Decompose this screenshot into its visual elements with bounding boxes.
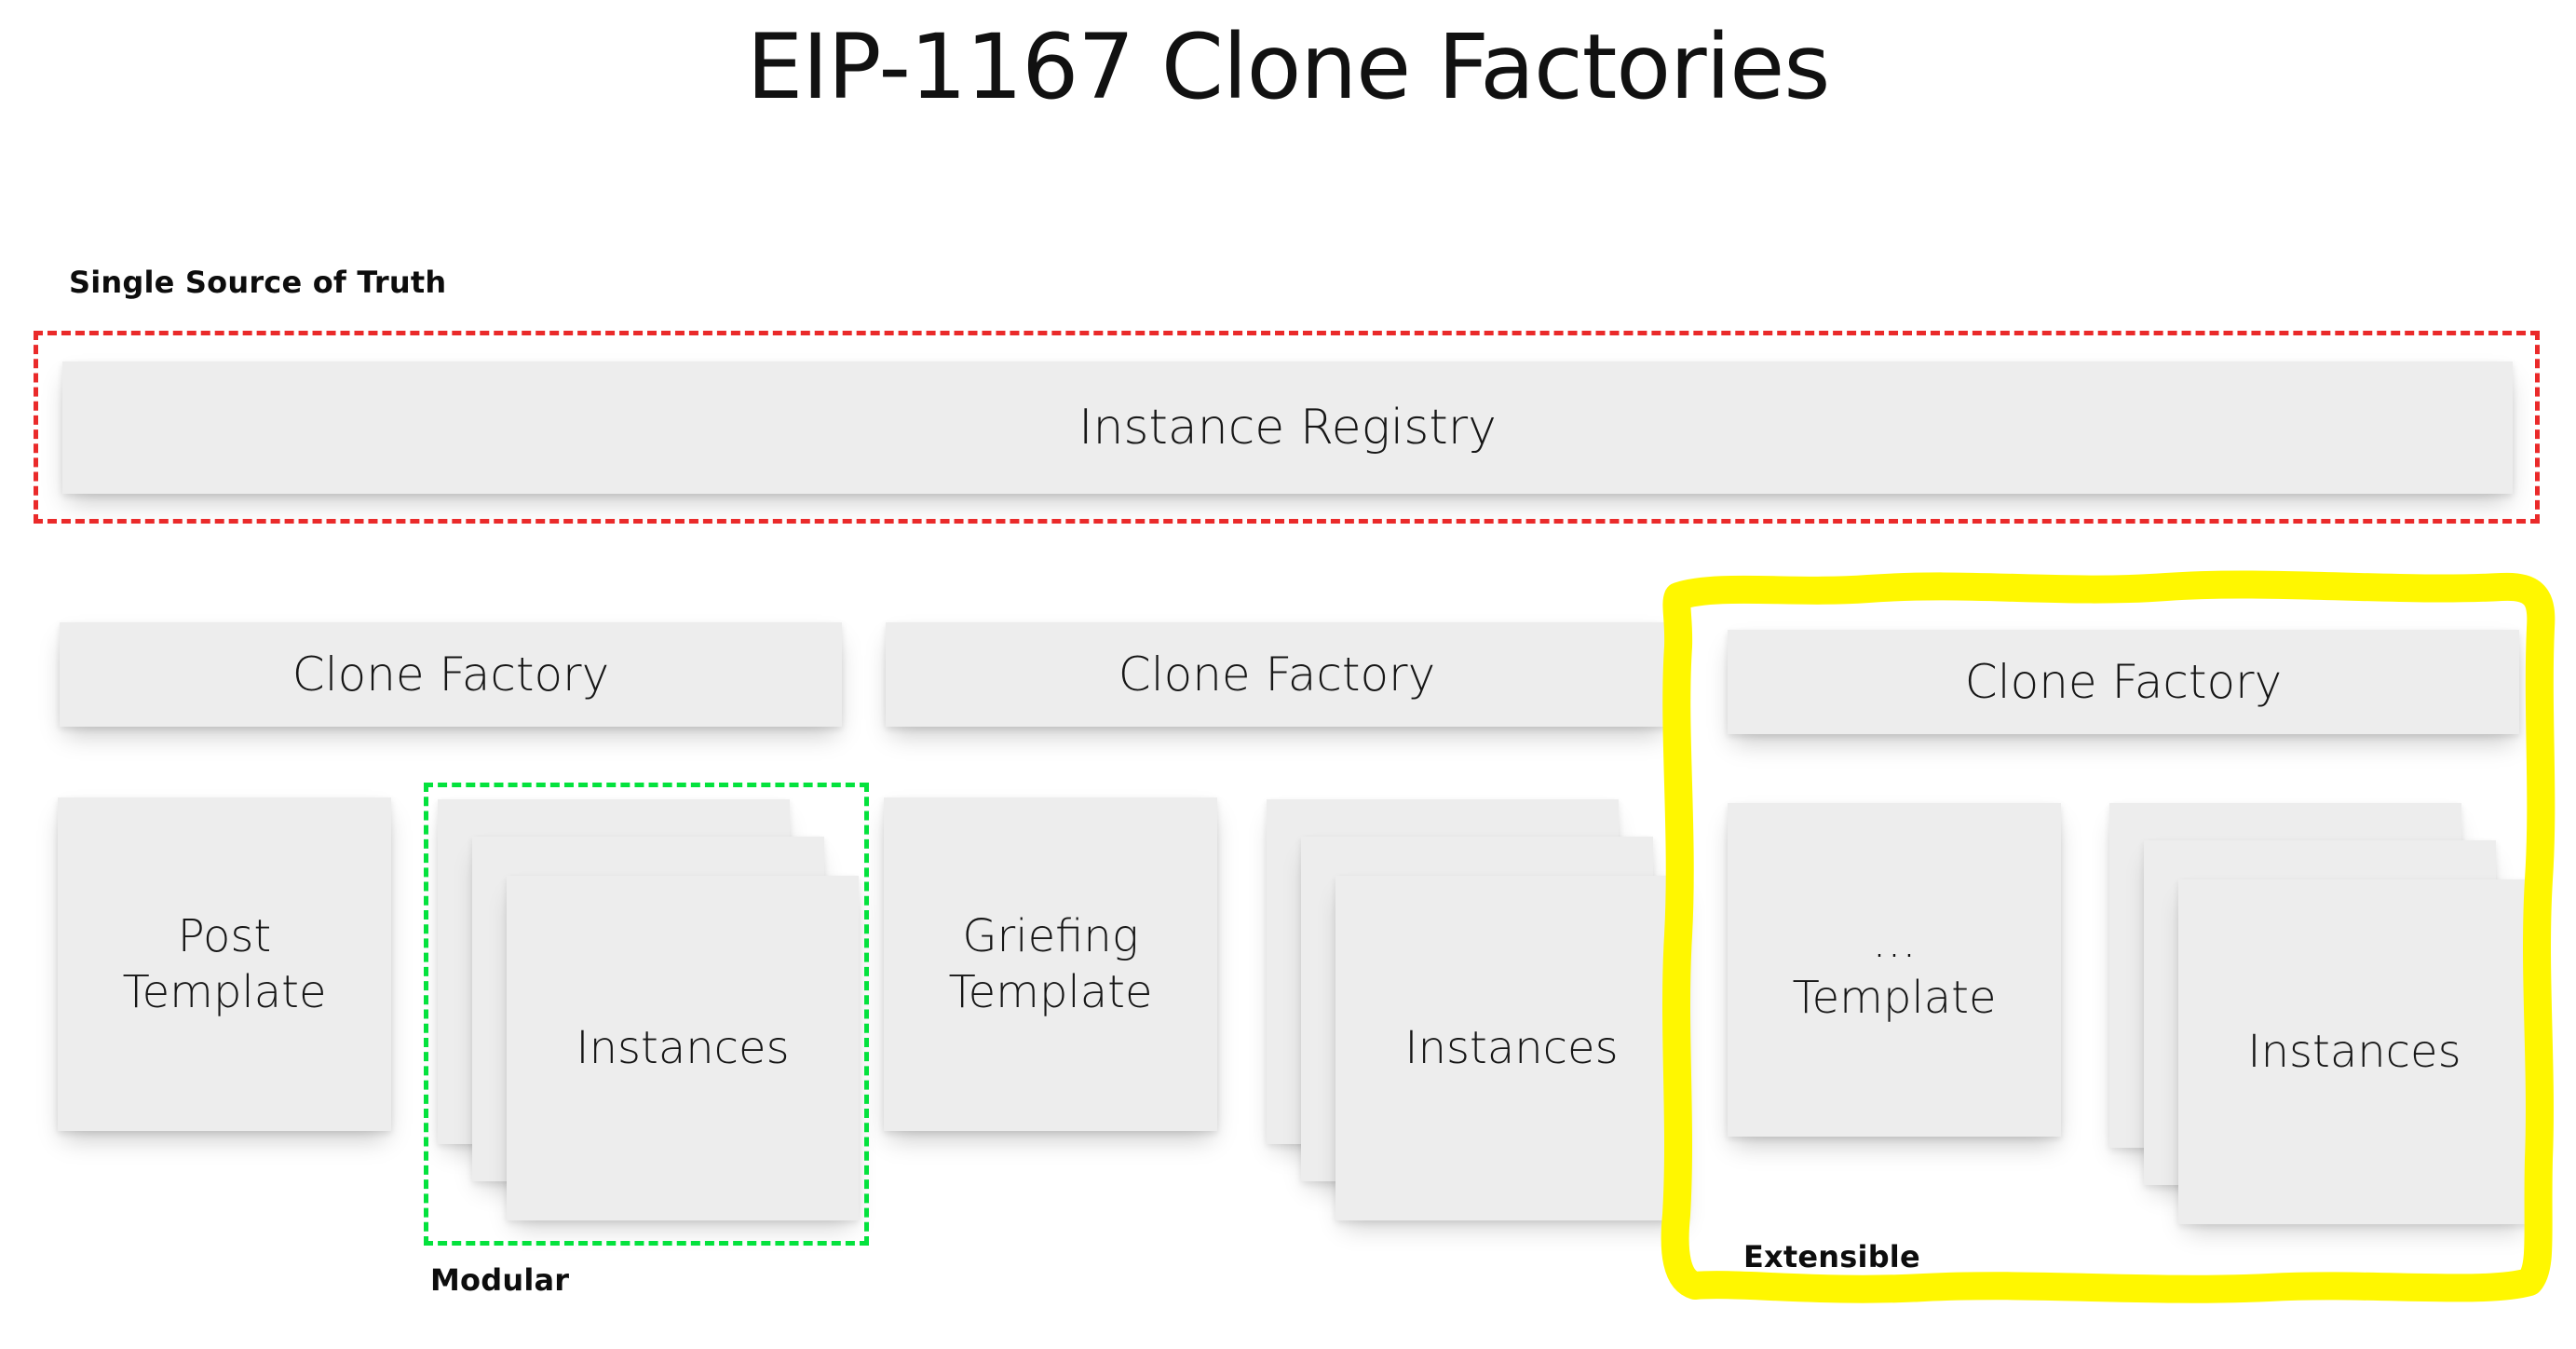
clone-factory-header-1[interactable]: Clone Factory	[60, 622, 842, 727]
griefing-template-card[interactable]: Griefing Template	[884, 797, 1217, 1131]
instance-sheet-front[interactable]: Instances	[2178, 879, 2530, 1224]
page-title: EIP-1167 Clone Factories	[746, 15, 1831, 119]
label-extensible: Extensible	[1743, 1239, 1920, 1274]
template-line-1: Griefing	[962, 910, 1139, 962]
modular-region	[424, 783, 869, 1246]
label-single-source-of-truth: Single Source of Truth	[69, 265, 447, 300]
instance-registry-card[interactable]: Instance Registry	[62, 361, 2513, 494]
instance-sheet-front[interactable]: Instances	[1335, 876, 1688, 1220]
instances-stack-3[interactable]: Instances	[2109, 803, 2538, 1250]
instances-stack-2[interactable]: Instances	[1267, 799, 1695, 1247]
clone-factory-header-3[interactable]: Clone Factory	[1728, 630, 2519, 734]
instances-stack-1[interactable]: Instances	[438, 799, 866, 1247]
clone-factory-header-2[interactable]: Clone Factory	[886, 622, 1668, 727]
template-line-1: …	[1872, 916, 1917, 968]
template-line-2: Template	[1792, 972, 1997, 1024]
instance-sheet-front[interactable]: Instances	[507, 876, 859, 1220]
single-source-of-truth-region	[34, 331, 2540, 524]
label-modular: Modular	[430, 1262, 570, 1298]
template-line-2: Template	[122, 966, 327, 1018]
template-line-2: Template	[948, 966, 1153, 1018]
post-template-card[interactable]: Post Template	[58, 797, 391, 1131]
ellipsis-template-card[interactable]: … Template	[1728, 803, 2061, 1137]
template-line-1: Post	[177, 910, 272, 962]
